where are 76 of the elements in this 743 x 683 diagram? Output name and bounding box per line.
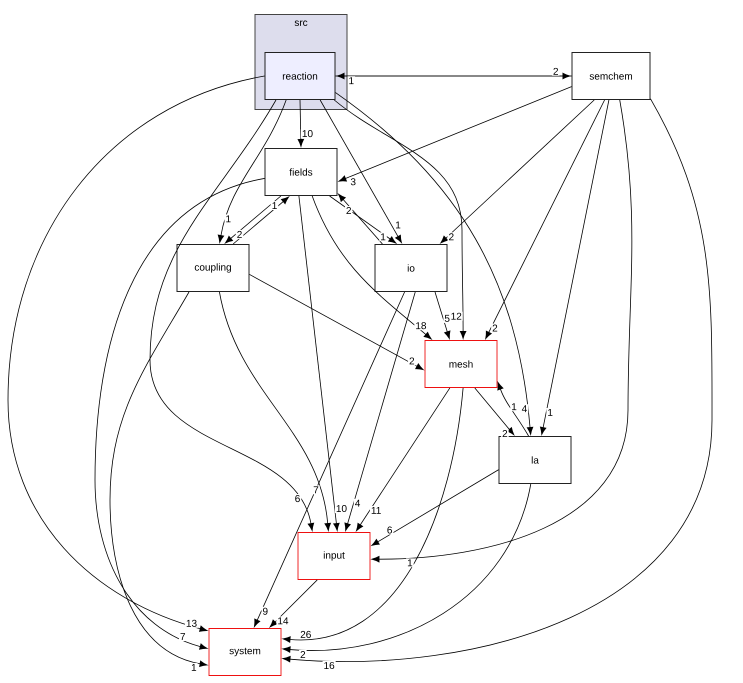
arrow xyxy=(232,196,289,244)
edge-label: 3 xyxy=(349,177,357,186)
arrow xyxy=(8,76,265,632)
arrow xyxy=(540,100,610,435)
edge-label: 4 xyxy=(520,404,528,414)
edge-label: 2 xyxy=(448,232,456,242)
arrow xyxy=(219,292,331,531)
edge-label: 6 xyxy=(294,494,302,504)
directory-box: io xyxy=(374,244,448,292)
edge-label: 4 xyxy=(354,498,362,508)
arrow xyxy=(329,196,396,244)
arrow xyxy=(497,382,529,436)
arrow xyxy=(338,194,383,244)
arrow xyxy=(485,100,605,340)
arrow xyxy=(225,196,282,244)
edge-label: 12 xyxy=(450,312,463,321)
edge-label: 14 xyxy=(276,616,290,626)
arrow xyxy=(434,292,450,339)
edge-label: 1 xyxy=(394,220,402,230)
arrow xyxy=(110,292,208,667)
directory-box: coupling xyxy=(176,244,250,292)
edge-label: 26 xyxy=(299,630,312,639)
edge-label: 1 xyxy=(270,201,278,210)
edge-label: 5 xyxy=(443,314,451,323)
edge-label: 2 xyxy=(491,324,499,333)
arrow xyxy=(254,292,405,627)
edge-label: 10 xyxy=(334,504,348,514)
directory-box: reaction xyxy=(264,52,336,100)
edge-label: 2 xyxy=(236,230,244,239)
edge-label: 1 xyxy=(546,408,554,417)
arrow xyxy=(474,388,514,436)
arrow xyxy=(150,100,314,531)
arrow xyxy=(344,292,416,531)
edge-label: 1 xyxy=(190,663,198,672)
edge-label: 2 xyxy=(299,650,307,659)
edge-label: 2 xyxy=(344,206,352,215)
edge-label: 13 xyxy=(184,618,198,628)
edge-label: 7 xyxy=(178,632,187,642)
directory-box: mesh xyxy=(424,340,498,388)
edge-label: 2 xyxy=(552,66,560,76)
arrow xyxy=(356,388,450,532)
edge-label: 6 xyxy=(386,525,394,535)
edge-label: 7 xyxy=(312,485,320,494)
arrow xyxy=(282,98,712,662)
edge-label: 1 xyxy=(224,214,232,224)
edge-label: 9 xyxy=(261,606,270,616)
arrow xyxy=(282,484,532,653)
arrow xyxy=(298,100,304,147)
directory-box: system xyxy=(208,628,282,676)
arrow xyxy=(298,196,340,531)
arrow xyxy=(320,100,402,244)
edge-label: 16 xyxy=(322,660,336,670)
arrow xyxy=(334,100,466,339)
arrow xyxy=(338,86,572,182)
arrow xyxy=(335,92,534,435)
arrow xyxy=(249,274,424,370)
directory-box: input xyxy=(298,532,370,580)
edge-label: 10 xyxy=(300,129,314,138)
directory-box: semchem xyxy=(572,52,650,100)
arrow xyxy=(312,196,432,340)
arrow xyxy=(282,388,464,643)
arrow xyxy=(218,100,287,243)
directory-box: la xyxy=(498,436,572,484)
edge-label: 2 xyxy=(501,429,509,438)
edge-label: 18 xyxy=(414,321,428,330)
arrow xyxy=(372,100,632,562)
edge-label: 2 xyxy=(408,356,416,366)
arrow xyxy=(371,469,499,546)
edge-label: 11 xyxy=(370,506,382,515)
edge-label: 1 xyxy=(510,402,518,412)
arrow xyxy=(94,178,265,650)
edge-label: 1 xyxy=(379,232,387,242)
arrow xyxy=(440,100,595,244)
arrow xyxy=(270,580,318,628)
edge-label: 1 xyxy=(348,76,356,86)
directory-box: fields xyxy=(264,148,338,196)
